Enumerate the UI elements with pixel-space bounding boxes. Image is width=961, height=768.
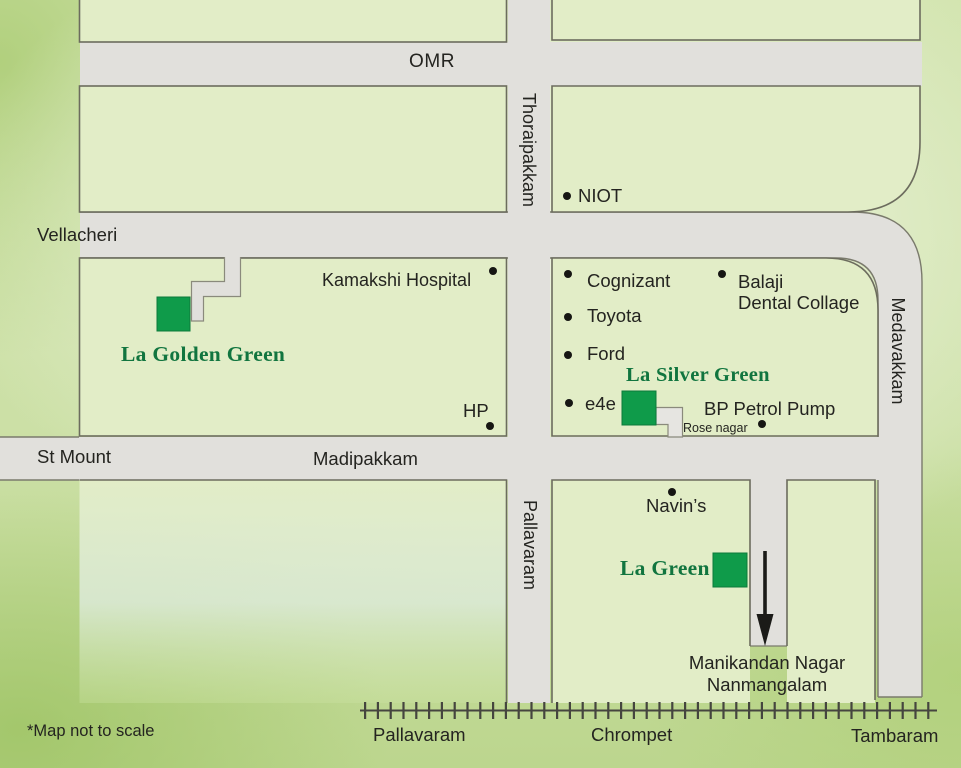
landmark-toyota: Toyota bbox=[587, 305, 642, 326]
block-right-border bbox=[786, 479, 876, 700]
direction-arrow bbox=[756, 551, 774, 646]
landmark-bp-petrol-pump: BP Petrol Pump bbox=[704, 398, 836, 419]
project-title-la-silver-green: La Silver Green bbox=[626, 364, 770, 386]
project-title-la-golden-green: La Golden Green bbox=[121, 342, 286, 366]
la-golden-green-square bbox=[156, 296, 191, 332]
landmark-ford: Ford bbox=[587, 343, 626, 364]
destination-manikandan-nanmangalam: Manikandan Nagar Nanmangalam bbox=[689, 652, 845, 696]
station-chrompet: Chrompet bbox=[591, 724, 673, 745]
ford-dot bbox=[564, 351, 572, 359]
block-right-fill bbox=[787, 480, 875, 703]
toyota-dot bbox=[564, 313, 572, 321]
block-niot bbox=[551, 85, 921, 213]
niot-dot bbox=[563, 192, 571, 200]
road-label-omr: OMR bbox=[409, 51, 456, 72]
balaji-dot bbox=[718, 270, 726, 278]
road-thoraipakkam-pallavaram bbox=[508, 0, 550, 703]
landmark-kamakshi-hospital: Kamakshi Hospital bbox=[322, 270, 472, 290]
hp-dot bbox=[486, 422, 494, 430]
block-navins-border bbox=[551, 479, 751, 703]
block-kamakshi bbox=[78, 257, 508, 437]
road-madipakkam bbox=[0, 437, 920, 480]
balaji-line2: Dental Collage bbox=[738, 292, 860, 313]
road-label-rose-nagar: Rose nagar bbox=[683, 421, 748, 435]
block-top-left bbox=[78, 0, 508, 43]
landmark-cognizant: Cognizant bbox=[587, 270, 671, 291]
kamakshi-dot bbox=[489, 267, 497, 275]
la-green-square bbox=[712, 552, 748, 588]
road-madipakkam-edges bbox=[0, 436, 79, 481]
map-scale-note: *Map not to scale bbox=[27, 722, 155, 740]
map-blocks bbox=[78, 0, 921, 437]
station-pallavaram: Pallavaram bbox=[373, 724, 466, 745]
landmark-balaji-dental-collage: Balaji Dental Collage bbox=[738, 271, 859, 313]
station-tambaram: Tambaram bbox=[851, 725, 939, 746]
navins-dot bbox=[668, 488, 676, 496]
destination-line1: Manikandan Nagar bbox=[688, 652, 846, 673]
landmark-hp: HP bbox=[463, 400, 489, 421]
access-road-golden-green bbox=[190, 257, 242, 322]
balaji-line1: Balaji bbox=[738, 271, 784, 292]
road-label-madipakkam: Madipakkam bbox=[313, 448, 418, 469]
road-label-medavakkam: Medavakkam bbox=[888, 297, 909, 405]
block-bottom-left-fill bbox=[79, 480, 507, 703]
block-mid-left bbox=[78, 85, 508, 213]
road-vellacheri-medavakkam-edges bbox=[80, 211, 923, 698]
landmark-navins: Navin’s bbox=[646, 495, 707, 516]
destination-line2: Nanmangalam bbox=[706, 674, 828, 695]
block-navins-fill bbox=[552, 480, 750, 703]
block-top-right bbox=[551, 0, 921, 41]
project-squares bbox=[156, 296, 748, 588]
road-label-st-mount: St Mount bbox=[37, 446, 112, 467]
bp-dot bbox=[758, 420, 766, 428]
e4e-dot bbox=[565, 399, 573, 407]
project-title-la-green: La Green bbox=[620, 556, 710, 580]
block-bottom-left-border bbox=[79, 479, 508, 703]
landmark-niot: NIOT bbox=[578, 185, 623, 206]
road-label-thoraipakkam: Thoraipakkam bbox=[519, 92, 540, 208]
landmark-dots bbox=[486, 192, 766, 496]
cognizant-dot bbox=[564, 270, 572, 278]
road-omr bbox=[80, 42, 922, 86]
landmark-e4e: e4e bbox=[585, 393, 616, 414]
road-label-pallavaram: Pallavaram bbox=[520, 499, 541, 591]
la-silver-green-square bbox=[621, 390, 657, 426]
road-label-vellacheri: Vellacheri bbox=[37, 224, 118, 245]
